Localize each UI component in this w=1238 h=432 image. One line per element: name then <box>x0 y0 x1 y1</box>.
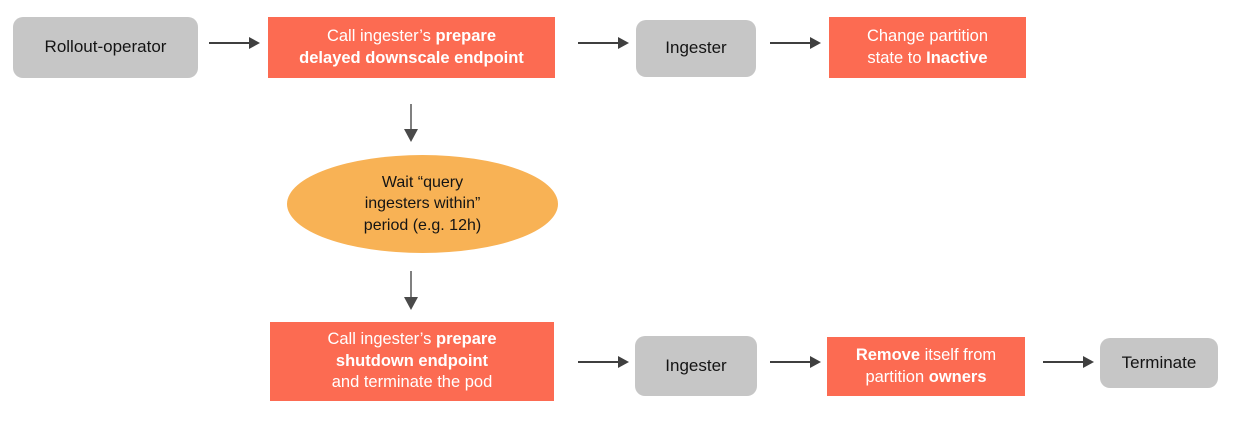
arrow-head <box>249 37 260 49</box>
node-label-text: Terminate <box>1121 352 1197 372</box>
arrow-head <box>404 129 418 142</box>
arrow-head <box>810 37 821 49</box>
node-label-line: period (e.g. 12h) <box>293 215 552 236</box>
node-label-text: itself from <box>920 345 997 364</box>
arrow-shaft <box>578 42 620 44</box>
node-label-text: partition <box>865 367 929 386</box>
node-label-line: shutdown endpoint <box>276 351 548 373</box>
arrow-prepare-shutdown-to-ingester-bottom <box>578 355 630 369</box>
node-label-text: and terminate the pod <box>331 373 493 392</box>
node-label-text: ingesters within” <box>364 195 481 213</box>
arrow-head <box>618 356 629 368</box>
node-label-line: Terminate <box>1106 352 1212 374</box>
node-label: Ingester <box>636 37 756 59</box>
arrow-head <box>404 297 418 310</box>
arrow-shaft <box>209 42 251 44</box>
node-change-partition-state-inactive[interactable]: Change partition state to Inactive <box>829 17 1026 78</box>
node-label-text: Wait “query <box>381 174 464 192</box>
node-label-line: delayed downscale endpoint <box>274 48 549 70</box>
node-label: Ingester <box>635 355 757 377</box>
node-label-text: Ingester <box>665 38 727 58</box>
node-label-emphasis: shutdown endpoint <box>335 351 489 370</box>
node-wait-query-ingesters-within[interactable]: Wait “query ingesters within” period (e.g.… <box>287 155 558 253</box>
arrow-shaft <box>410 104 412 130</box>
arrow-remove-itself-to-terminate <box>1043 355 1095 369</box>
node-label-text: Ingester <box>665 355 727 375</box>
node-label-text: Rollout-operator <box>44 37 167 57</box>
node-terminate[interactable]: Terminate <box>1100 338 1218 388</box>
arrow-wait-to-prepare-shutdown <box>397 271 425 311</box>
node-label-line: ingesters within” <box>293 193 552 214</box>
arrow-prepare-downscale-to-wait <box>397 104 425 142</box>
node-label-line: Call ingester’s prepare <box>276 329 548 351</box>
node-ingester-bottom[interactable]: Ingester <box>635 336 757 396</box>
node-label-line: Ingester <box>641 355 751 377</box>
node-label: Wait “query ingesters within” period (e.g.… <box>287 172 558 235</box>
arrow-head <box>810 356 821 368</box>
arrow-shaft <box>410 271 412 298</box>
arrow-shaft <box>770 42 812 44</box>
node-label-line: Rollout-operator <box>19 36 192 58</box>
node-label-line: and terminate the pod <box>276 372 548 394</box>
node-label-text: Call ingester’s <box>327 329 436 348</box>
node-label-text: Call ingester’s <box>326 26 436 45</box>
node-label-emphasis: delayed downscale endpoint <box>299 48 524 67</box>
node-label-line: partition owners <box>833 367 1019 389</box>
node-label: Terminate <box>1100 352 1218 374</box>
node-label-emphasis: prepare <box>435 26 497 45</box>
node-label-line: Call ingester’s prepare <box>274 26 549 48</box>
node-ingester-top[interactable]: Ingester <box>636 20 756 77</box>
node-label-line: Remove itself from <box>833 345 1019 367</box>
arrow-ingester-top-to-change-partition-state <box>770 36 822 50</box>
node-label: Rollout-operator <box>13 36 198 58</box>
arrow-ingester-bottom-to-remove-itself <box>770 355 822 369</box>
arrow-shaft <box>578 361 620 363</box>
node-label-line: Ingester <box>642 37 750 59</box>
node-label-text: state to <box>867 48 927 67</box>
node-label-text: period (e.g. 12h) <box>363 216 482 234</box>
node-label-emphasis: Remove <box>855 345 921 364</box>
arrow-rollout-operator-to-prepare-downscale <box>209 36 261 50</box>
node-label: Change partition state to Inactive <box>829 26 1026 70</box>
node-label-emphasis: Inactive <box>926 48 988 67</box>
arrow-head <box>618 37 629 49</box>
node-rollout-operator[interactable]: Rollout-operator <box>13 17 198 78</box>
arrow-prepare-downscale-to-ingester-top <box>578 36 630 50</box>
node-label-emphasis: prepare <box>436 329 497 348</box>
node-label-emphasis: owners <box>928 367 987 386</box>
arrow-shaft <box>1043 361 1085 363</box>
node-label-text: Change partition <box>866 26 989 45</box>
arrow-head <box>1083 356 1094 368</box>
node-label-line: state to Inactive <box>835 48 1020 70</box>
arrow-shaft <box>770 361 812 363</box>
node-label-line: Wait “query <box>293 172 552 193</box>
node-label-line: Change partition <box>835 26 1020 48</box>
